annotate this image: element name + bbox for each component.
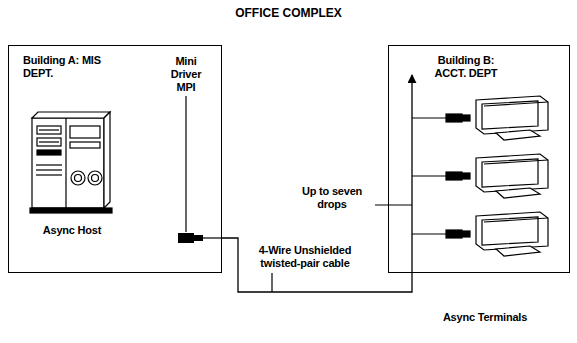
terminal-icon bbox=[412, 212, 548, 256]
leader-line bbox=[375, 204, 412, 205]
server-icon bbox=[30, 112, 112, 213]
part-label: Async Host bbox=[32, 224, 112, 237]
callout-label: Up to seven drops bbox=[292, 185, 372, 211]
part-label: Async Terminals bbox=[420, 311, 550, 324]
mini-driver-plug bbox=[110, 233, 222, 243]
leader-line bbox=[185, 96, 186, 232]
cable-label: 4-Wire Unshielded twisted-pair cable bbox=[244, 244, 366, 270]
building-heading: Building B: ACCT. DEPT bbox=[423, 54, 509, 80]
diagram-title: OFFICE COMPLEX bbox=[0, 6, 577, 20]
building-heading: Building A: MIS DEPT. bbox=[23, 54, 113, 80]
terminals bbox=[412, 96, 548, 256]
part-label: Mini Driver MPI bbox=[160, 55, 212, 94]
cable-connector bbox=[222, 75, 412, 292]
building-box: Building B: ACCT. DEPT bbox=[388, 45, 570, 273]
terminal-icon bbox=[412, 154, 548, 198]
terminal-icon bbox=[412, 96, 548, 140]
leader-line bbox=[271, 273, 272, 292]
